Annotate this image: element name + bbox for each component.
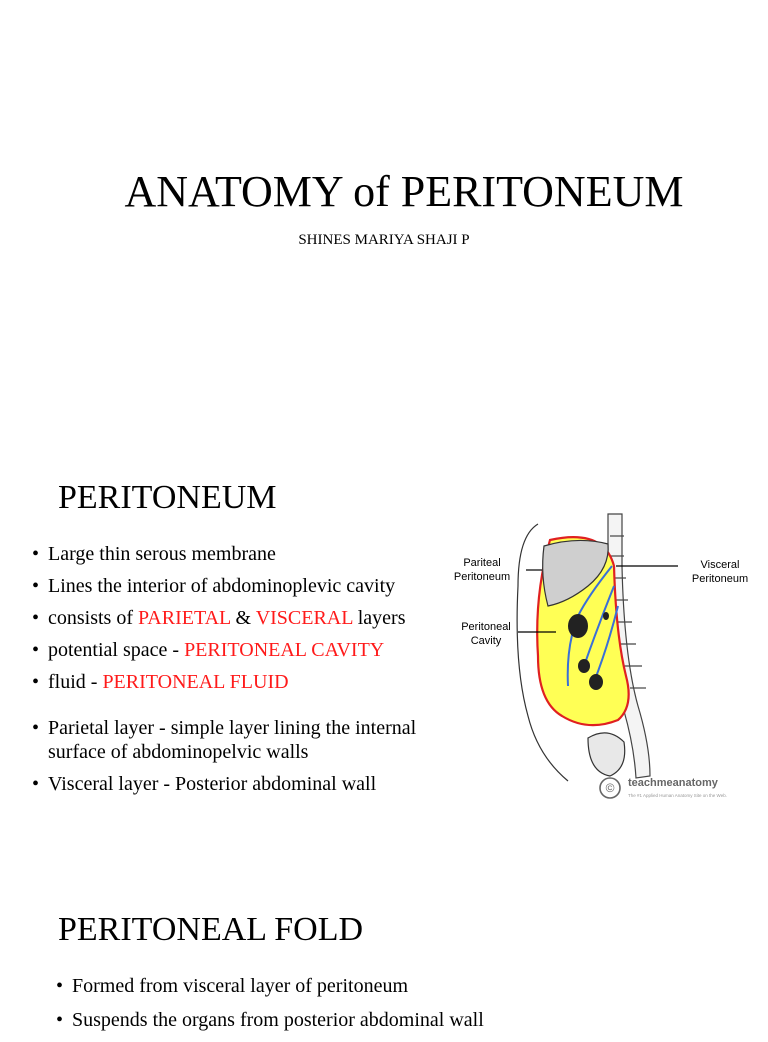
copyright-symbol: ©	[606, 781, 615, 795]
list-item: •Formed from visceral layer of peritoneu…	[56, 975, 408, 997]
list-item: •potential space - PERITONEAL CAVITY	[32, 639, 385, 661]
label-cavity-line2: Cavity	[471, 635, 502, 647]
label-visceral: Visceral	[701, 559, 740, 571]
slide-heading: PERITONEAL FOLD	[58, 911, 364, 948]
list-item: •Parietal layer - simple layer lining th…	[32, 717, 417, 763]
body-outline	[516, 523, 569, 782]
bullet-list: •Formed from visceral layer of peritoneu…	[56, 974, 576, 1042]
list-item: •fluid - PERITONEAL FLUID	[32, 671, 289, 693]
list-item: •Lines the interior of abdominoplevic ca…	[32, 575, 396, 597]
organ-illustrations	[568, 612, 609, 690]
peritoneal-fold-slide: PERITONEAL FOLD •Formed from visceral la…	[0, 880, 768, 1031]
label-parietal: Pariteal	[463, 557, 500, 569]
sagittal-section-illustration: Pariteal Peritoneum Peritoneal Cavity Vi…	[454, 513, 748, 799]
copyright-icon	[599, 777, 621, 799]
brand-tagline: The #1 Applied Human Anatomy Site on the…	[628, 793, 727, 798]
list-item: •Large thin serous membrane	[32, 543, 276, 565]
pelvic-organ-illustration	[587, 732, 626, 777]
slide-heading: PERITONEUM	[58, 479, 277, 516]
label-cavity: Peritoneal	[461, 621, 511, 633]
peritoneum-slide: PERITONEUM •Large thin serous membrane •…	[0, 440, 768, 880]
brand-name: teachmeanatomy	[628, 777, 719, 789]
label-parietal-line2: Peritoneum	[454, 571, 510, 583]
list-item: •Visceral layer - Posterior abdominal wa…	[32, 773, 377, 795]
presentation-author: SHINES MARIYA SHAJI P	[298, 232, 470, 248]
list-item: •Suspends the organs from posterior abdo…	[56, 1009, 484, 1031]
title-slide: ANATOMY of PERITONEUM SHINES MARIYA SHAJ…	[0, 0, 768, 440]
presentation-title: ANATOMY of PERITONEUM	[124, 167, 684, 216]
list-item: •consists of PARIETAL & VISCERAL layers	[32, 607, 406, 629]
liver-illustration	[542, 539, 609, 607]
bullet-list: •Large thin serous membrane •Lines the i…	[32, 542, 452, 804]
label-visceral-line2: Peritoneum	[692, 573, 748, 585]
peritoneum-diagram: Pariteal Peritoneum Peritoneal Cavity Vi…	[438, 506, 768, 806]
